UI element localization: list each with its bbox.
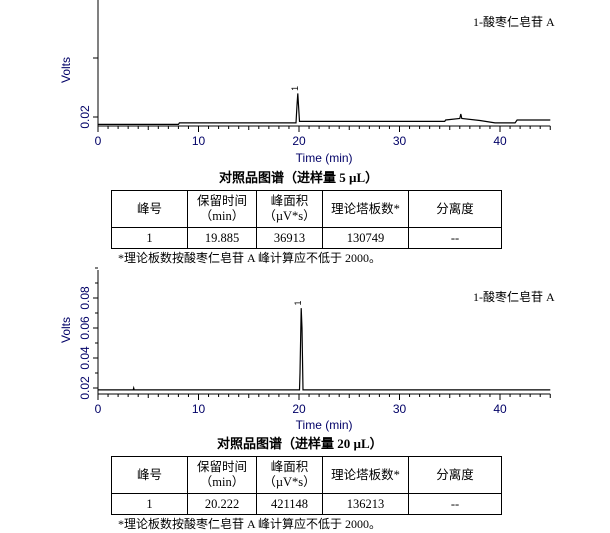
x-tick-label: 20 [292, 134, 306, 148]
x-tick-label: 10 [192, 402, 206, 416]
cell: 20.222 [187, 493, 257, 515]
cell: 136213 [322, 493, 409, 515]
chromatogram-line [98, 308, 551, 391]
cell: 1 [111, 493, 188, 515]
header-resolution: 分离度 [408, 456, 502, 494]
x-tick-label: 0 [95, 402, 102, 416]
cell: -- [408, 493, 502, 515]
header-peak-area: 峰面积（µV*s） [256, 190, 323, 228]
cell: -- [408, 227, 502, 249]
header-peak-area: 峰面积（µV*s） [256, 456, 323, 494]
x-tick-label: 30 [393, 134, 407, 148]
header-plates: 理论塔板数* [322, 456, 409, 494]
header-resolution: 分离度 [408, 190, 502, 228]
legend-label: 1-酸枣仁皂苷 A [473, 289, 555, 304]
cell: 36913 [256, 227, 323, 249]
header-peak-no: 峰号 [111, 456, 188, 494]
x-tick-label: 40 [493, 134, 507, 148]
header-retention-time: 保留时间（min） [187, 456, 257, 494]
x-axis-label: Time (min) [296, 418, 353, 432]
chart-1-caption: 对照品图谱（进样量 5 µL） [219, 170, 379, 185]
cell: 130749 [322, 227, 409, 249]
peak-label: 1 [293, 301, 303, 306]
y-tick-label: 0.04 [78, 346, 92, 370]
cell: 1 [111, 227, 188, 249]
y-axis-label: Volts [59, 57, 73, 83]
cell: 421148 [256, 493, 323, 515]
header-plates: 理论塔板数* [322, 190, 409, 228]
y-tick-label: 0.08 [78, 286, 92, 310]
chromatogram-line [98, 93, 551, 126]
table-1-footnote: *理论板数按酸枣仁皂苷 A 峰计算应不低于 2000。 [118, 251, 382, 265]
y-tick-label: 0.06 [78, 316, 92, 340]
table-2-footnote: *理论板数按酸枣仁皂苷 A 峰计算应不低于 2000。 [118, 517, 382, 531]
x-tick-label: 0 [95, 134, 102, 148]
y-axis-label: Volts [59, 317, 73, 343]
x-tick-label: 10 [192, 134, 206, 148]
x-tick-label: 30 [393, 402, 407, 416]
header-peak-no: 峰号 [111, 190, 188, 228]
header-retention-time: 保留时间（min） [187, 190, 257, 228]
y-tick-label: 0.02 [78, 376, 92, 400]
cell: 19.885 [187, 227, 257, 249]
y-tick-label: 0.02 [78, 105, 92, 129]
x-axis-label: Time (min) [296, 151, 353, 165]
chart-2-caption: 对照品图谱（进样量 20 µL） [217, 436, 383, 451]
x-tick-label: 40 [493, 402, 507, 416]
x-tick-label: 20 [292, 402, 306, 416]
peak-label: 1 [290, 86, 300, 91]
legend-label: 1-酸枣仁皂苷 A [473, 14, 555, 29]
